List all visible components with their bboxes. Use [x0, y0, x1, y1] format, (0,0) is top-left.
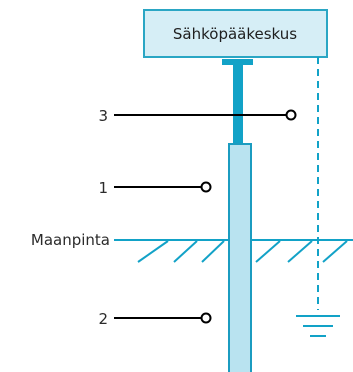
callout-1-label: 1	[98, 179, 108, 197]
main-panel-label: Sähköpääkeskus	[173, 25, 297, 43]
earth-rod	[228, 143, 252, 372]
callout-3-label: 3	[98, 107, 108, 125]
callout-2-label: 2	[98, 310, 108, 328]
callout-3-marker	[285, 109, 297, 121]
callout-2-marker	[200, 312, 212, 324]
callout-1-marker	[200, 181, 212, 193]
ground-hatching	[137, 240, 348, 263]
ground-symbol-icon	[296, 315, 340, 337]
earth-rod-body	[228, 143, 252, 372]
callout-2: 2	[98, 310, 212, 328]
callout-1: 1	[98, 179, 212, 197]
conductor-clamp	[222, 59, 253, 65]
main-panel-box	[143, 9, 328, 58]
conductor-wire	[233, 65, 243, 143]
main-panel: Sähköpääkeskus	[143, 9, 328, 58]
earthing-conductor	[222, 59, 253, 143]
ground-surface-label: Maanpinta	[31, 231, 110, 249]
callout-3: 3	[98, 107, 297, 125]
